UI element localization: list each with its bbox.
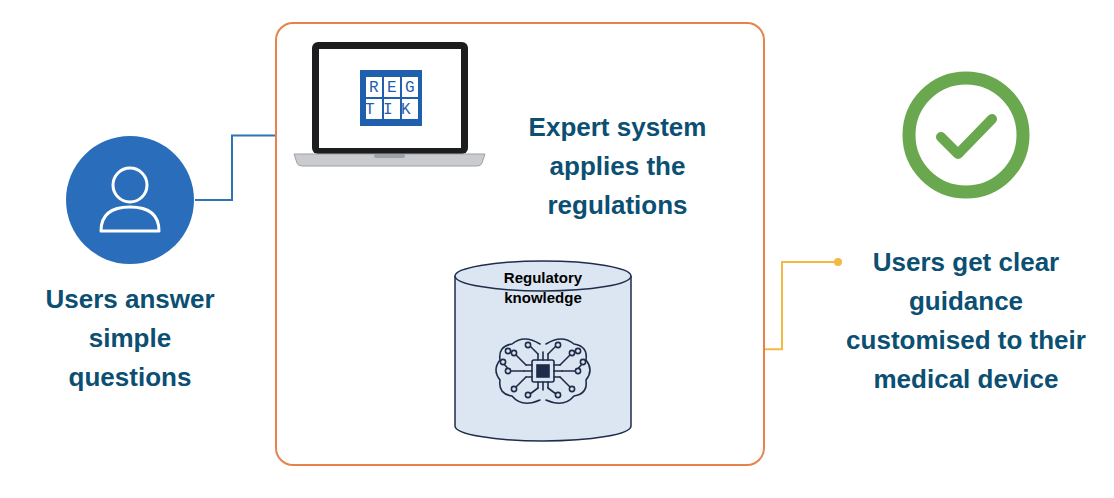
laptop-screen: [319, 49, 461, 148]
guidance-text: Users get clear guidance customised to t…: [846, 243, 1086, 399]
laptop-notch: [374, 154, 405, 158]
user-shoulders: [101, 207, 159, 231]
cylinder-drawing: [454, 260, 632, 442]
connector-dot: [834, 258, 842, 266]
brain-chip-icon: [496, 339, 590, 403]
expert-system-text: Expert system applies the regulations: [505, 108, 730, 225]
regtik-logo: REG TIK: [360, 70, 422, 126]
laptop: REG TIK: [292, 42, 487, 170]
laptop-bezel: [312, 42, 468, 154]
user-circle: Users answer simple questions: [65, 135, 195, 265]
cylinder-label: Regulatory knowledge: [478, 268, 608, 308]
user-caption: Users answer simple questions: [40, 280, 220, 397]
logo-letters: REG TIK: [365, 77, 423, 121]
user-circle-fill: [66, 136, 194, 264]
check-mark: [941, 119, 992, 154]
guidance-node: Users get clear guidance customised to t…: [838, 65, 1090, 440]
check-circle: [909, 78, 1023, 192]
knowledge-cylinder: Regulatory knowledge: [454, 260, 632, 442]
user-head: [113, 168, 147, 202]
check-icon: [898, 67, 1034, 203]
expert-system-box: REG TIK Regulatory knowledge Expert system…: [275, 22, 765, 466]
laptop-base: [294, 154, 485, 166]
user-icon: [65, 135, 195, 265]
